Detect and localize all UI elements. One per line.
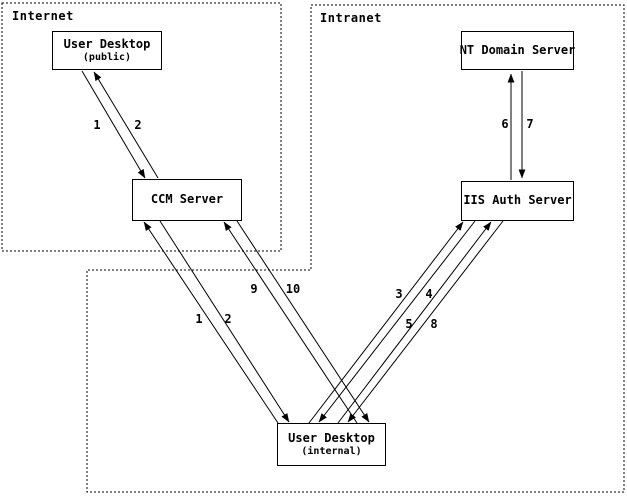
flow-arrow-8-iis-to-internal <box>347 220 504 423</box>
internet-zone-border <box>1 2 282 252</box>
flow-label-1-internal: 1 <box>195 312 202 326</box>
flow-label-5: 5 <box>405 317 412 331</box>
flow-label-4: 4 <box>425 287 432 301</box>
flow-arrow-4-iis-to-internal <box>318 220 476 423</box>
node-iis-auth-server-label: IIS Auth Server <box>463 193 572 208</box>
flow-arrow-3-internal-to-iis <box>308 221 464 424</box>
flow-arrow-2-ccm-to-internal <box>159 220 290 423</box>
node-user-desktop-internal: User Desktop (internal) <box>277 423 386 466</box>
intranet-zone-label: Intranet <box>320 11 382 25</box>
flow-label-2-internal: 2 <box>224 312 231 326</box>
flow-label-6: 6 <box>501 117 508 131</box>
node-user-desktop-public-label: User Desktop <box>63 37 151 52</box>
flow-arrow-5-internal-to-iis <box>337 221 492 424</box>
node-iis-auth-server: IIS Auth Server <box>461 181 574 221</box>
flow-label-9: 9 <box>250 282 257 296</box>
node-ccm-server-label: CCM Server <box>150 192 224 207</box>
flow-label-3: 3 <box>395 287 402 301</box>
node-user-desktop-public: User Desktop (public) <box>52 31 162 70</box>
intranet-zone-border <box>86 4 625 493</box>
node-nt-domain-server-label: NT Domain Server <box>459 42 576 57</box>
node-user-desktop-public-sublabel: (public) <box>82 51 132 63</box>
flow-label-1-public: 1 <box>93 118 100 132</box>
node-user-desktop-internal-label: User Desktop <box>288 431 375 446</box>
internet-zone-label: Internet <box>12 9 74 23</box>
flow-label-8: 8 <box>430 317 437 331</box>
flow-label-7: 7 <box>526 117 533 131</box>
flow-arrow-10-ccm-to-internal <box>236 220 370 423</box>
flow-arrow-9-internal-to-ccm <box>223 221 358 424</box>
flow-arrow-1-public-to-ccm <box>81 70 146 179</box>
node-ccm-server: CCM Server <box>132 179 242 221</box>
node-nt-domain-server: NT Domain Server <box>459 31 576 70</box>
flow-label-10: 10 <box>286 282 300 296</box>
flow-arrow-1-internal-to-ccm <box>143 221 279 424</box>
flow-arrow-2-ccm-to-public <box>93 71 159 179</box>
flow-label-2-public: 2 <box>134 118 141 132</box>
node-user-desktop-internal-sublabel: (internal) <box>301 445 362 457</box>
